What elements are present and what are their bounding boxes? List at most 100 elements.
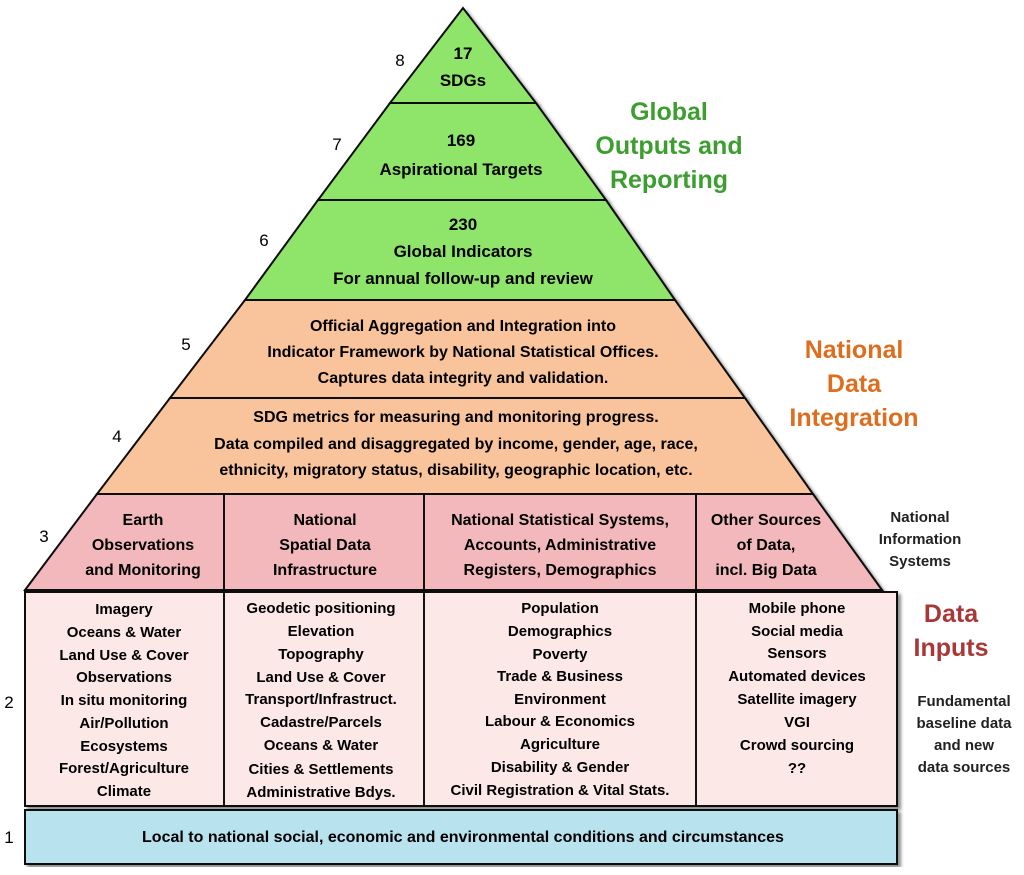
level-2-item: Automated devices xyxy=(728,668,866,685)
level-2-item: Sensors xyxy=(767,645,826,662)
level-2-item: Demographics xyxy=(508,623,612,640)
level-4-line: Data compiled and disaggregated by incom… xyxy=(214,436,698,453)
label-fundamental-line: data sources xyxy=(918,759,1011,776)
level-number-7: 7 xyxy=(332,135,341,154)
level-number-5: 5 xyxy=(181,335,190,354)
label-fundamental-data: Fundamental baseline data and new data s… xyxy=(916,693,1012,776)
level-1-text: Local to national social, economic and e… xyxy=(142,829,784,846)
level-5-text: Official Aggregation and Integration int… xyxy=(267,318,658,387)
label-nis-line: Information xyxy=(879,531,962,548)
level-3-cell-other: Other Sources of Data, incl. Big Data xyxy=(711,512,821,579)
level-2-cell-nss: Population Demographics Poverty Trade & … xyxy=(451,600,670,799)
level-2-item: Land Use & Cover xyxy=(59,647,188,664)
level-2-item: Ecosystems xyxy=(80,738,168,755)
level-2-item: Geodetic positioning xyxy=(246,600,395,617)
level-3-line: Observations xyxy=(92,537,194,554)
level-6-line: Global Indicators xyxy=(394,242,533,261)
level-6-line: For annual follow-up and review xyxy=(333,269,594,288)
level-3-line: Earth xyxy=(123,512,164,529)
level-7-line: 169 xyxy=(447,131,475,150)
label-data-inputs: Data Inputs xyxy=(914,600,989,662)
level-8-line: 17 xyxy=(454,44,473,63)
level-2-item: Administrative Bdys. xyxy=(246,784,395,801)
label-nis-line: National xyxy=(890,509,949,526)
level-3-line: Infrastructure xyxy=(273,562,377,579)
label-inputs-line: Data xyxy=(924,600,979,628)
level-2-item: Air/Pollution xyxy=(79,715,168,732)
level-2-item: Cities & Settlements xyxy=(248,761,393,778)
level-2-item: In situ monitoring xyxy=(61,692,188,709)
label-national-line: National xyxy=(805,336,904,364)
level-1-shape xyxy=(24,809,898,865)
level-3-line: incl. Big Data xyxy=(715,562,816,579)
level-3-line: Registers, Demographics xyxy=(464,562,657,579)
label-global-line: Reporting xyxy=(610,166,728,194)
level-2-item: VGI xyxy=(784,714,810,731)
level-2-item: Oceans & Water xyxy=(264,737,379,754)
level-number-3: 3 xyxy=(39,527,48,546)
level-2-item: Imagery xyxy=(95,601,153,618)
label-national-information-systems: National Information Systems xyxy=(879,509,962,570)
level-3-line: National xyxy=(293,512,356,529)
label-fundamental-line: baseline data xyxy=(916,715,1012,732)
label-nis-line: Systems xyxy=(889,553,951,570)
level-7-line: Aspirational Targets xyxy=(379,160,542,179)
level-3-shape xyxy=(23,493,884,591)
level-2-item: ?? xyxy=(788,760,806,777)
level-2-item: Oceans & Water xyxy=(67,624,182,641)
level-2-item: Forest/Agriculture xyxy=(59,760,189,777)
label-fundamental-line: Fundamental xyxy=(917,693,1010,710)
level-3-line: of Data, xyxy=(737,537,796,554)
level-number-4: 4 xyxy=(112,427,121,446)
label-fundamental-line: and new xyxy=(934,737,994,754)
level-number-8: 8 xyxy=(395,51,404,70)
level-2-item: Agriculture xyxy=(520,736,600,753)
level-2-item: Disability & Gender xyxy=(491,759,630,776)
level-2-item: Mobile phone xyxy=(749,600,846,617)
level-3-cell-earth: Earth Observations and Monitoring xyxy=(85,512,201,579)
level-4-text: SDG metrics for measuring and monitoring… xyxy=(214,409,698,479)
level-number-6: 6 xyxy=(259,231,268,250)
label-global-line: Outputs and xyxy=(595,132,742,160)
level-5-line: Indicator Framework by National Statisti… xyxy=(267,344,658,361)
level-2-item: Topography xyxy=(278,646,364,663)
level-5-line: Captures data integrity and validation. xyxy=(318,370,609,387)
label-national-integration: National Data Integration xyxy=(789,336,918,432)
level-3-line: Accounts, Administrative xyxy=(464,537,656,554)
level-2-item: Cadastre/Parcels xyxy=(260,714,382,731)
level-4-line: ethnicity, migratory status, disability,… xyxy=(219,462,692,479)
label-global-outputs: Global Outputs and Reporting xyxy=(595,98,742,194)
level-2-item: Crowd sourcing xyxy=(740,737,854,754)
level-3-cell-nsdi: National Spatial Data Infrastructure xyxy=(273,512,377,579)
level-2-item: Poverty xyxy=(532,646,588,663)
level-2-item: Environment xyxy=(514,691,606,708)
level-3-line: and Monitoring xyxy=(85,562,201,579)
level-2-shape xyxy=(24,591,898,807)
level-7-shape xyxy=(316,102,608,201)
level-2-item: Civil Registration & Vital Stats. xyxy=(451,782,670,799)
level-2-cell-other: Mobile phone Social media Sensors Automa… xyxy=(728,600,866,777)
level-2-item: Observations xyxy=(76,669,172,686)
label-national-line: Integration xyxy=(789,404,918,432)
level-2-item: Elevation xyxy=(288,623,355,640)
level-3-cell-nss: National Statistical Systems, Accounts, … xyxy=(451,512,669,579)
level-6-line: 230 xyxy=(449,215,477,234)
level-2-item: Trade & Business xyxy=(497,668,623,685)
level-2-item: Social media xyxy=(751,623,843,640)
level-number-1: 1 xyxy=(4,828,13,847)
level-4-line: SDG metrics for measuring and monitoring… xyxy=(253,409,658,426)
level-2-item: Transport/Infrastruct. xyxy=(245,691,397,708)
level-2-cell-earth: Imagery Oceans & Water Land Use & Cover … xyxy=(59,601,189,800)
level-6-text: 230 Global Indicators For annual follow-… xyxy=(333,215,594,288)
level-2-item: Satellite imagery xyxy=(737,691,857,708)
level-7-text: 169 Aspirational Targets xyxy=(379,131,542,179)
level-3-line: Spatial Data xyxy=(279,537,371,554)
level-2-cell-nsdi: Geodetic positioning Elevation Topograph… xyxy=(245,600,397,801)
level-5-line: Official Aggregation and Integration int… xyxy=(310,318,616,335)
level-number-2: 2 xyxy=(4,693,13,712)
level-2-item: Land Use & Cover xyxy=(256,669,385,686)
level-8-line: SDGs xyxy=(440,71,486,90)
level-3-line: Other Sources xyxy=(711,512,821,529)
level-2-item: Climate xyxy=(97,783,151,800)
